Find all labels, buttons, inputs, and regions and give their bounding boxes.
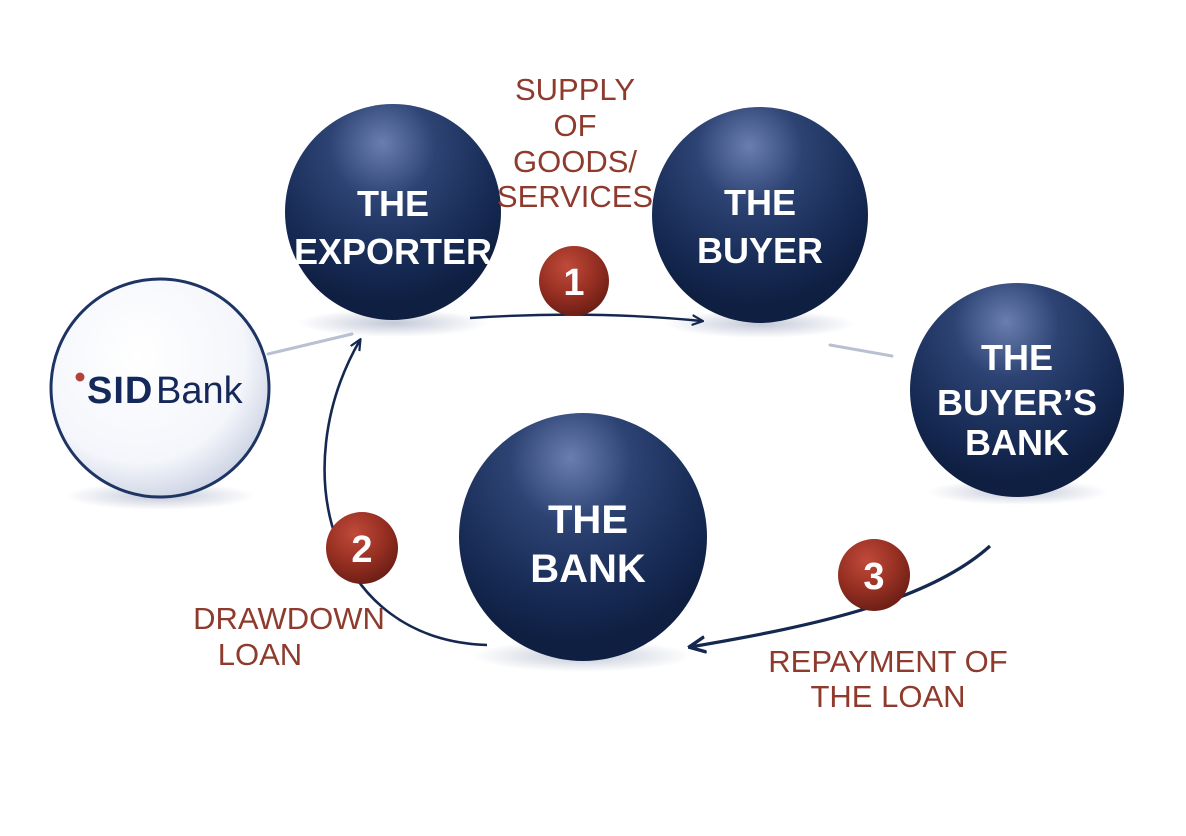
exporter-shadow xyxy=(298,309,488,337)
step-1-badge: 1 xyxy=(539,246,609,316)
step-1-number: 1 xyxy=(563,262,584,304)
step-3-badge: 3 xyxy=(838,539,910,611)
buyer-node: THE BUYER xyxy=(652,107,868,323)
step-3-number: 3 xyxy=(863,556,884,598)
logo-dot-icon xyxy=(75,372,85,382)
connector-sid-exporter xyxy=(266,332,354,356)
svg-text:SERVICES: SERVICES xyxy=(497,179,653,214)
svg-text:THE LOAN: THE LOAN xyxy=(810,679,965,714)
step-2-number: 2 xyxy=(351,529,372,571)
exporter-label-line-2: EXPORTER xyxy=(294,231,492,272)
arrow-supply xyxy=(469,313,702,321)
sid-logo-text: Bank xyxy=(156,370,244,412)
buyers-bank-node: THE BUYER’S BANK xyxy=(910,283,1124,497)
exporter-label-line-1: THE xyxy=(357,183,429,224)
step-3-label: REPAYMENT OF THE LOAN xyxy=(768,644,1007,714)
step-2-badge: 2 xyxy=(326,512,398,584)
arrow-repayment xyxy=(690,544,992,647)
bank-node: THE BANK xyxy=(459,413,707,661)
svg-text:LOAN: LOAN xyxy=(218,637,302,672)
svg-text:DRAWDOWN: DRAWDOWN xyxy=(193,601,385,636)
exporter-node: THE EXPORTER xyxy=(285,104,501,320)
svg-text:OF: OF xyxy=(553,108,596,143)
buyer-shadow xyxy=(665,310,855,338)
bank-label-line-2: BANK xyxy=(530,547,646,591)
bank-label-line-1: THE xyxy=(548,498,628,542)
sid-bank-node: SID Bank xyxy=(49,277,271,499)
buyer-label-line-1: THE xyxy=(724,182,796,223)
buyers-bank-label-line-1: THE xyxy=(981,337,1053,378)
connector-buyer-buyers-bank xyxy=(828,343,894,358)
arrow-drawdown xyxy=(323,340,488,647)
svg-text:SUPPLY: SUPPLY xyxy=(515,72,635,107)
buyers-bank-label-line-3: BANK xyxy=(965,422,1069,463)
buyers-bank-label-line-2: BUYER’S xyxy=(937,382,1097,423)
step-1-label: SUPPLY OF GOODS/ SERVICES xyxy=(497,72,653,214)
step-2-label: DRAWDOWN LOAN xyxy=(193,601,385,672)
buyer-label-line-2: BUYER xyxy=(697,230,823,271)
svg-text:REPAYMENT OF: REPAYMENT OF xyxy=(768,644,1007,679)
svg-text:GOODS/: GOODS/ xyxy=(513,144,637,179)
sid-logo-mark: SID xyxy=(87,370,153,412)
